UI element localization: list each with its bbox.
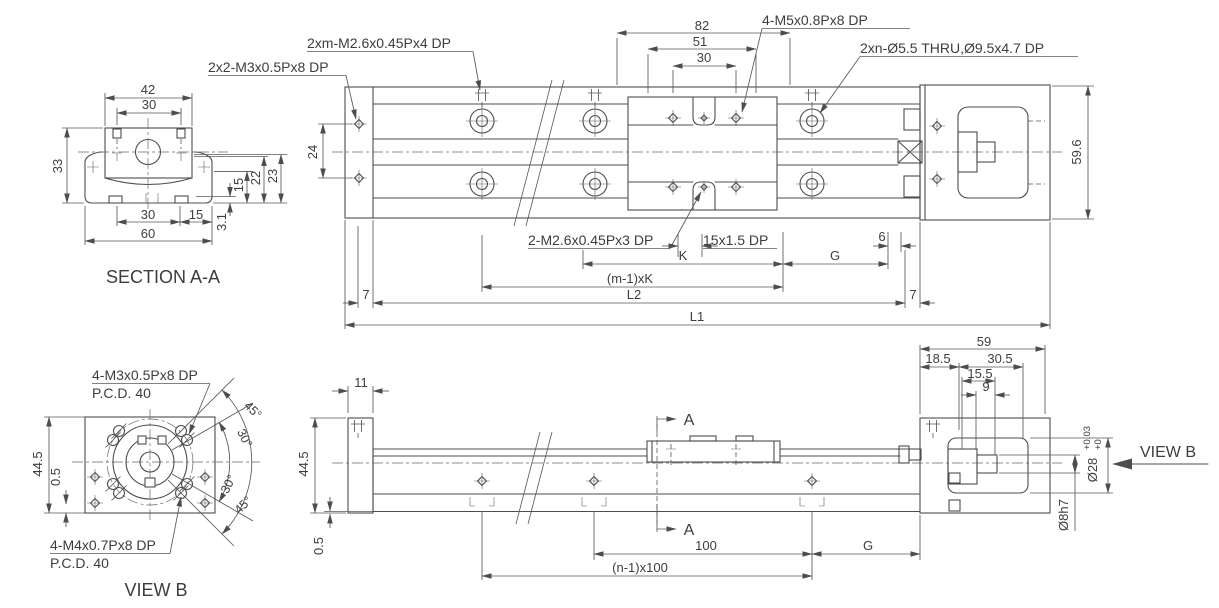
dim-82: 82 [695,18,709,33]
label-keyway: 15x1.5 DP [703,232,768,248]
section-aa-title: SECTION A-A [106,267,220,287]
dim-45-bottom: 45° [232,494,255,517]
dim-15-bottom: 15 [189,207,203,222]
view-b-direction-label: VIEW B [1140,444,1196,461]
dim-L1: L1 [690,309,704,324]
dim-3-1: 3.1 [214,213,229,231]
dim-45-top: 45° [241,399,264,422]
dim-pilot-tol-upper: +0.03 [1082,426,1093,450]
dim-100: 100 [695,538,717,553]
section-aa-view: 42 30 33 23 22 15 3.1 30 15 60 SECTION A… [50,82,287,287]
dim-m1xK: (m-1)xK [607,271,654,286]
dim-59-6: 59.6 [1069,139,1084,164]
label-side-screws: 2xm-M2.6x0.45Px4 DP [307,35,451,51]
label-center-screws: 2-M2.6x0.45Px3 DP [528,232,653,248]
dim-pilot-tol-lower: +0 [1093,439,1104,450]
dim-7-right: 7 [909,287,916,302]
dim-59: 59 [977,334,991,349]
dim-15-side: 15 [231,178,246,192]
dim-G-side: G [863,538,873,553]
dim-30-bottom: 30 [141,207,155,222]
dim-33: 33 [50,159,65,173]
side-view: A A 11 44.5 0.5 100 G (n-1)x100 59 18.5 … [296,334,1209,580]
dim-15-5: 15.5 [967,366,992,381]
label-counterbore: 2xn-Ø5.5 THRU,Ø9.5x4.7 DP [860,40,1044,56]
dim-30-top: 30° [234,427,255,450]
dim-11: 11 [354,375,368,390]
dim-9: 9 [982,379,989,394]
label-m3-screws: 4-M3x0.5Px8 DP [92,367,198,383]
dim-0-5-viewb: 0.5 [48,468,63,486]
view-b: 45° 30° 30° 45° 4-M3x0.5Px8 DP P.C.D. 40… [30,367,264,600]
dim-n1x100: (n-1)x100 [612,560,668,575]
dim-L2: L2 [627,287,641,302]
dim-30-5: 30.5 [987,351,1012,366]
section-marker-top: A [684,412,695,429]
label-end-screws: 2x2-M3x0.5Px8 DP [208,59,329,75]
dim-30-bottom: 30° [218,473,239,496]
label-m3-pcd: P.C.D. 40 [92,385,151,401]
dim-G-plan: G [830,248,840,263]
dim-24: 24 [305,145,320,159]
dim-7-left: 7 [362,287,369,302]
dim-6: 6 [878,229,885,244]
dim-30-top: 30 [142,97,156,112]
dim-60: 60 [141,226,155,241]
dim-44-5-viewb: 44.5 [30,451,45,476]
plan-view: 82 51 30 24 59.6 2xm-M2.6x0.45Px4 DP 2x2… [208,12,1094,329]
dim-22: 22 [248,171,263,185]
view-b-title: VIEW B [124,580,187,600]
section-marker-bottom: A [684,522,695,539]
dim-51: 51 [693,34,707,49]
label-carriage-screws: 4-M5x0.8Px8 DP [762,12,868,28]
dim-K: K [679,248,688,263]
label-m4-pcd: P.C.D. 40 [50,555,109,571]
dim-23: 23 [265,169,280,183]
dim-pilot-dia: Ø28 [1085,458,1100,483]
dim-30: 30 [697,50,711,65]
dim-18-5: 18.5 [925,351,950,366]
dim-44-5-side: 44.5 [296,451,311,476]
dim-0-5-side: 0.5 [311,537,326,555]
dim-42: 42 [141,82,155,97]
label-m4-screws: 4-M4x0.7Px8 DP [50,537,156,553]
dim-shaft-dia: Ø8h7 [1056,499,1071,531]
